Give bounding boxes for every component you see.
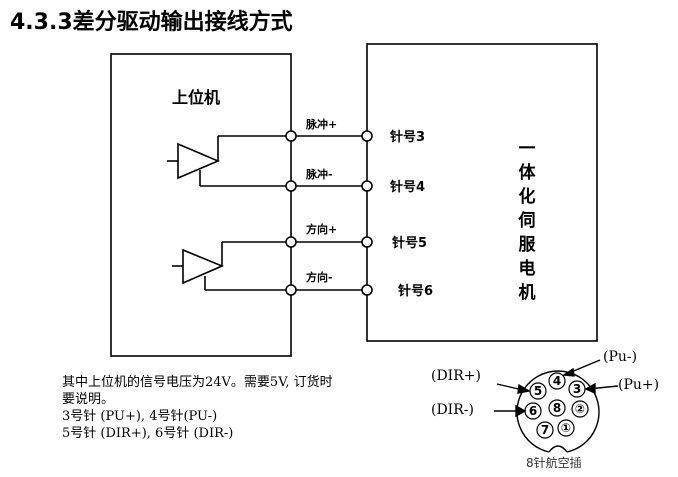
terminal-host-2 (285, 180, 297, 192)
signal-label-pulse-plus: 脉冲+ (305, 117, 337, 131)
connector-pin-2: ② (575, 402, 585, 416)
note-line: 3号针 (PU+), 4号针(PU-) (62, 409, 218, 424)
connector-label-pu-minus: (Pu-) (603, 349, 637, 365)
connector-caption: 8针航空插 (526, 455, 582, 470)
connector-pin-5: 5 (534, 384, 542, 398)
pulse-driver-icon (177, 142, 221, 180)
connector-label-dir-plus: (DIR+) (431, 368, 481, 384)
servo-label-char: 伺 (518, 210, 536, 231)
servo-label-char: 体 (519, 162, 537, 183)
connector-pin-8: 8 (553, 401, 561, 415)
wiring-note: 其中上位机的信号电压为24V。需要5V, 订货时 要说明。 3号针 (PU+),… (62, 374, 333, 442)
pin-label-6: 针号6 (397, 283, 433, 299)
note-line: 5号针 (DIR+), 6号针 (DIR-) (62, 426, 234, 441)
host-label: 上位机 (172, 88, 220, 107)
connector-pin-3: 3 (573, 382, 581, 396)
connector-pin-7: 7 (541, 423, 549, 437)
note-line: 要说明。 (62, 392, 115, 407)
terminal-host-3 (285, 236, 297, 248)
terminal-host-1 (285, 130, 297, 142)
pin-label-5: 针号5 (391, 235, 427, 251)
host-box (110, 53, 292, 357)
note-line: 其中上位机的信号电压为24V。需要5V, 订货时 (62, 375, 333, 390)
servo-label-char: 电 (519, 258, 536, 279)
pin-label-3: 针号3 (389, 129, 425, 145)
connector-8pin: 4 3 5 ② 8 6 ① 7 (Pu-) (Pu+) (DIR+) (DIR-… (431, 349, 659, 470)
servo-label-char: 机 (519, 282, 536, 303)
pin-label-4: 针号4 (389, 179, 425, 195)
connector-pin-6: 6 (529, 404, 537, 418)
connector-label-dir-minus: (DIR-) (431, 402, 474, 418)
connector-pin-4: 4 (553, 374, 561, 388)
signal-label-dir-plus: 方向+ (306, 222, 337, 236)
servo-label-char: 服 (519, 235, 537, 255)
page-title: 4.3.3差分驱动输出接线方式 (10, 10, 293, 35)
servo-label-char: 化 (519, 186, 536, 207)
terminal-servo-3 (361, 236, 373, 248)
signal-label-pulse-minus: 脉冲- (305, 167, 333, 181)
terminal-servo-1 (361, 130, 373, 142)
terminal-servo-4 (361, 284, 373, 296)
servo-box (366, 43, 598, 342)
direction-driver-icon (182, 248, 225, 285)
connector-pin-1: ① (561, 421, 571, 435)
signal-label-dir-minus: 方向- (306, 270, 333, 284)
terminal-servo-2 (361, 180, 373, 192)
terminal-host-4 (285, 284, 297, 296)
connector-label-pu-plus: (Pu+) (618, 377, 659, 393)
servo-label-char: 一 (519, 139, 536, 159)
